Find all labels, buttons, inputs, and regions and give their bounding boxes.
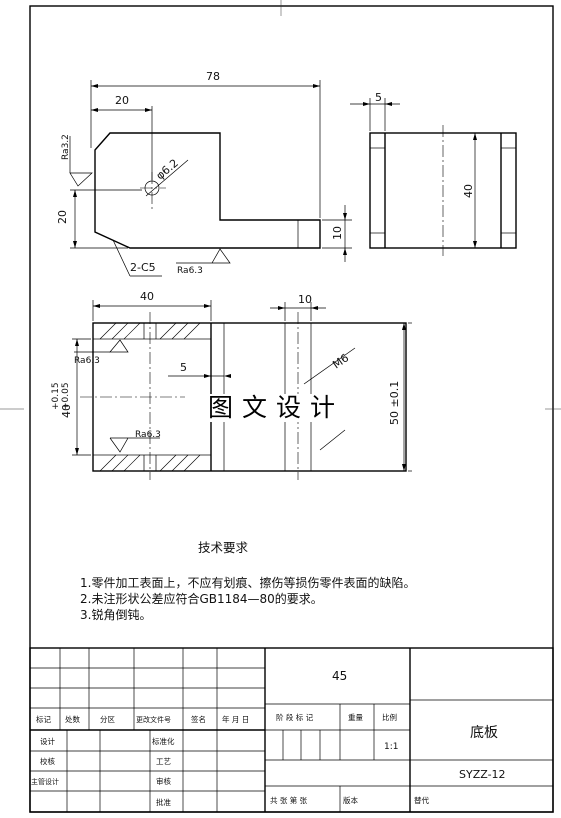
tb-material: 45	[332, 669, 347, 683]
tb-design: 设计	[40, 736, 55, 746]
watermark: 图文设计	[206, 393, 347, 422]
dim-10-right: 10	[331, 226, 344, 240]
side-view	[350, 98, 517, 256]
title-block	[29, 647, 554, 813]
dim-20-left: 20	[56, 210, 69, 224]
tb-count: 处数	[65, 714, 80, 724]
dim-40-side: 40	[462, 184, 475, 198]
note-item: 2.未注形状公差应符合GB1184—80的要求。	[80, 592, 323, 606]
roughness-section-top: Ra6.3	[74, 356, 100, 366]
dim-50: 50 ±0.1	[388, 381, 401, 425]
section-view	[72, 300, 412, 480]
dim-chamfer: 2-C5	[130, 261, 156, 274]
roughness-section-bottom: Ra6.3	[135, 430, 161, 440]
dim-5-section: 5	[180, 361, 187, 374]
dim-5-side: 5	[375, 91, 382, 104]
tb-replace: 替代	[414, 795, 429, 805]
tb-standard: 标准化	[152, 736, 175, 746]
dim-20-top: 20	[115, 94, 129, 107]
tb-weight: 重量	[348, 713, 363, 722]
dim-thread: M6	[330, 351, 351, 371]
tb-review: 审核	[156, 776, 171, 786]
tb-scale: 1:1	[384, 742, 398, 752]
notes-title: 技术要求	[198, 540, 249, 555]
tb-mark: 标记	[36, 714, 51, 724]
roughness-ra32: Ra3.2	[61, 134, 71, 160]
tb-ratio: 比例	[382, 712, 397, 722]
tb-drawing-no: SYZZ-12	[459, 768, 506, 781]
dim-hole: φ6.2	[154, 156, 181, 182]
dim-78: 78	[206, 70, 220, 83]
tb-part-name: 底板	[470, 725, 498, 741]
note-item: 3.锐角倒钝。	[80, 608, 152, 622]
note-item: 1.零件加工表面上，不应有划痕、擦伤等损伤零件表面的缺陷。	[80, 576, 416, 590]
dim-40-sec-left: 40	[60, 404, 73, 418]
tb-stage-mark: 阶 段 标 记	[276, 712, 314, 722]
tb-chief: 主管设计	[31, 777, 59, 786]
front-view	[69, 80, 352, 277]
tol-lower: +0.05	[61, 382, 71, 410]
dim-40-section: 40	[140, 290, 154, 303]
dim-10-section: 10	[298, 293, 312, 306]
tb-approve: 批准	[156, 797, 171, 807]
tb-change-doc: 更改文件号	[136, 715, 171, 724]
tol-upper: +0.15	[51, 382, 61, 410]
tb-check: 校核	[40, 756, 55, 766]
tb-date: 年 月 日	[222, 714, 249, 724]
tb-sheets: 共 张 第 张	[270, 795, 308, 805]
tb-process: 工艺	[156, 757, 171, 766]
tb-sign: 签名	[191, 714, 206, 724]
tb-version: 版本	[343, 795, 358, 805]
roughness-bottom: Ra6.3	[177, 266, 203, 276]
tb-zone: 分区	[100, 715, 115, 724]
